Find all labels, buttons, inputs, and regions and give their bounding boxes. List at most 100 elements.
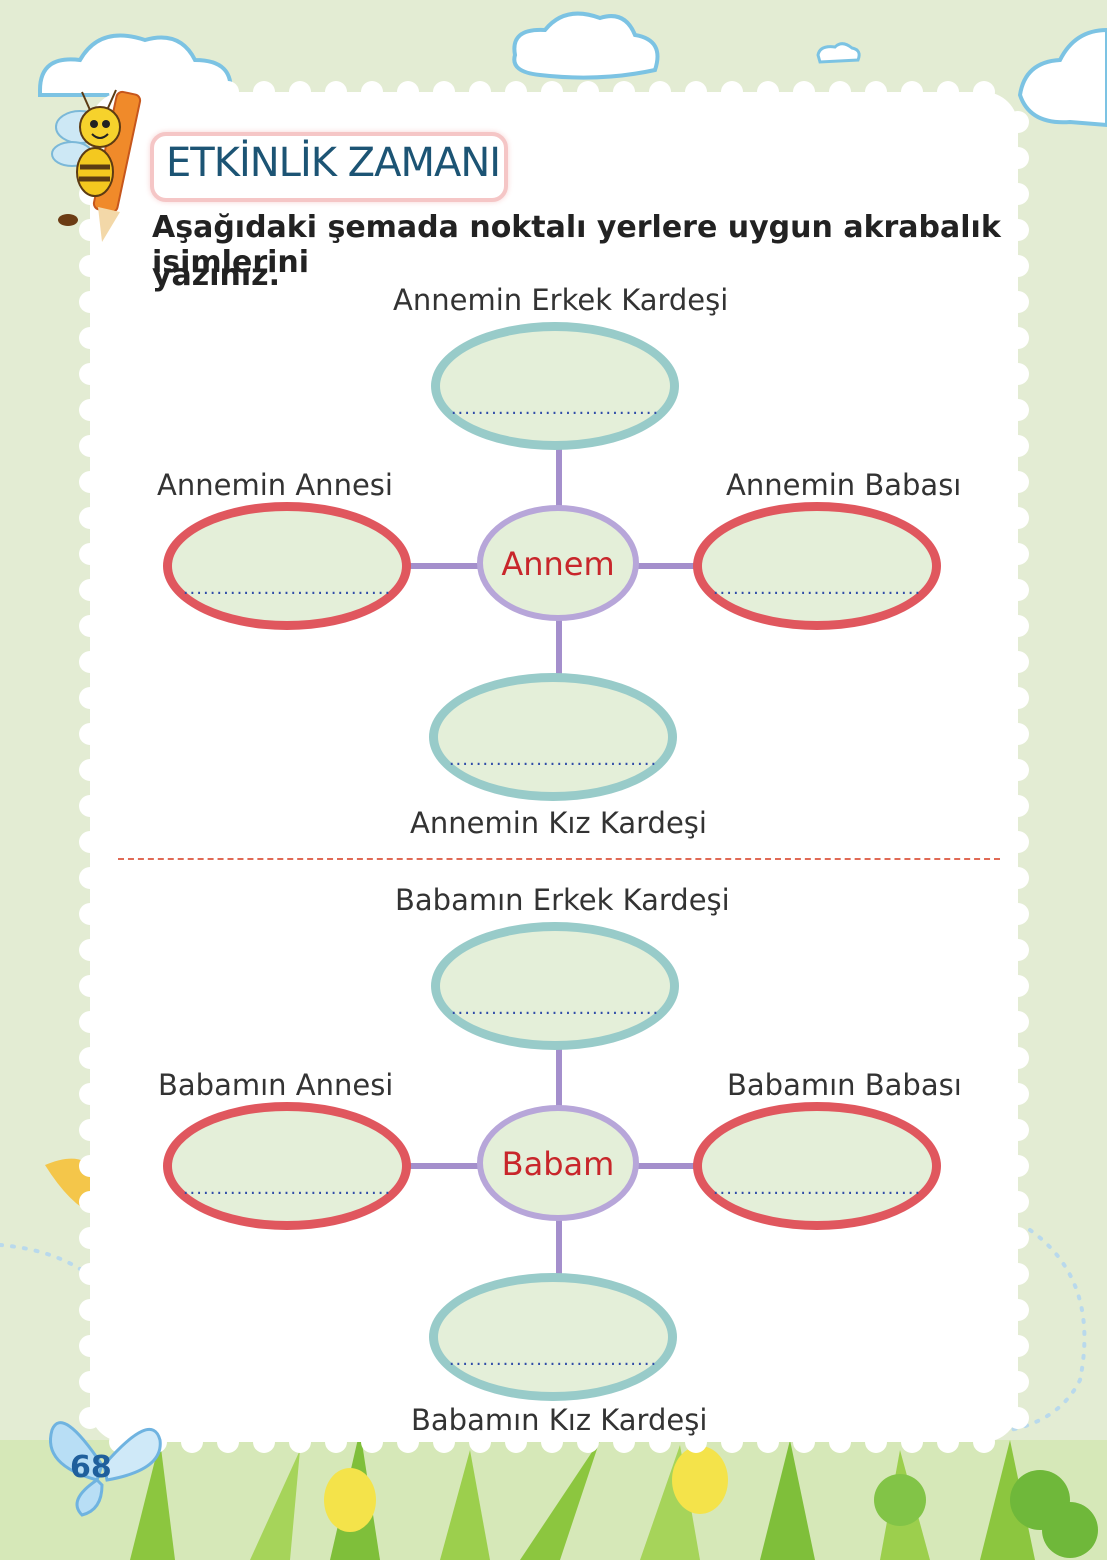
activity-title: ETKİNLİK ZAMANI	[166, 140, 501, 186]
scallop-dot	[901, 81, 923, 103]
scallop-dot	[79, 1227, 101, 1249]
center-label-father: Babam	[501, 1145, 615, 1183]
scallop-dot	[325, 1431, 347, 1453]
scallop-dot	[1007, 903, 1029, 925]
answer-blank: ...............................	[182, 578, 392, 599]
scallop-dot	[79, 363, 101, 385]
scallop-dot	[1007, 975, 1029, 997]
scallop-dot	[829, 1431, 851, 1453]
scallop-dot	[79, 1299, 101, 1321]
scallop-dot	[613, 81, 635, 103]
scallop-dot	[1007, 327, 1029, 349]
scallop-dot	[1007, 147, 1029, 169]
scallop-dot	[577, 81, 599, 103]
scallop-dot	[361, 81, 383, 103]
cloud-icon	[512, 11, 660, 80]
scallop-dot	[79, 939, 101, 961]
connector-line	[405, 1163, 485, 1169]
butterfly-icon	[49, 1421, 162, 1517]
scallop-dot	[79, 615, 101, 637]
page-number: 68	[70, 1450, 112, 1485]
scallop-dot	[79, 1371, 101, 1393]
scallop-dot	[325, 81, 347, 103]
scallop-dot	[1007, 1407, 1029, 1429]
scallop-dot	[649, 1431, 671, 1453]
scallop-dot	[79, 651, 101, 673]
scallop-dot	[1007, 1083, 1029, 1105]
scallop-dot	[757, 81, 779, 103]
scallop-dot	[541, 1431, 563, 1453]
scallop-dot	[1007, 579, 1029, 601]
scallop-dot	[1007, 1227, 1029, 1249]
scallop-dot	[1007, 543, 1029, 565]
scallop-dot	[1007, 255, 1029, 277]
scallop-dot	[79, 723, 101, 745]
scallop-dot	[79, 1155, 101, 1177]
scallop-dot	[79, 327, 101, 349]
scallop-dot	[469, 1431, 491, 1453]
answer-oval-father-sister[interactable]: ...............................	[429, 1273, 677, 1401]
scallop-dot	[1007, 615, 1029, 637]
scallop-dot	[1007, 1335, 1029, 1357]
scallop-dot	[685, 1431, 707, 1453]
center-label-mother: Annem	[501, 545, 615, 583]
answer-blank: ...............................	[448, 1349, 658, 1370]
scallop-dot	[361, 1431, 383, 1453]
scallop-dot	[901, 1431, 923, 1453]
scallop-dot	[1007, 723, 1029, 745]
answer-blank: ...............................	[450, 998, 660, 1019]
answer-oval-mother-brother[interactable]: ...............................	[431, 322, 679, 450]
scallop-dot	[181, 1431, 203, 1453]
scallop-dot	[79, 507, 101, 529]
scallop-dot	[79, 903, 101, 925]
instruction-line-2: yazınız.	[152, 258, 281, 293]
connector-line	[405, 563, 485, 569]
scallop-dot	[79, 831, 101, 853]
scallop-dot	[1007, 363, 1029, 385]
scallop-dot	[181, 81, 203, 103]
scallop-dot	[1007, 183, 1029, 205]
scallop-dot	[79, 687, 101, 709]
scallop-dot	[1007, 1191, 1029, 1213]
scallop-dot	[289, 1431, 311, 1453]
scallop-dot	[79, 1119, 101, 1141]
label-father-mother: Babamın Annesi	[158, 1068, 394, 1102]
instruction-line-1: Aşağıdaki şemada noktalı yerlere uygun a…	[152, 210, 1001, 280]
scallop-dot	[1007, 867, 1029, 889]
answer-oval-mother-mother[interactable]: ...............................	[163, 502, 411, 630]
center-oval-father: Babam	[477, 1105, 639, 1221]
scallop-dot	[1007, 1371, 1029, 1393]
answer-oval-father-brother[interactable]: ...............................	[431, 922, 679, 1050]
grass-decoration	[0, 1430, 1107, 1560]
label-mother-mother: Annemin Annesi	[157, 468, 393, 502]
scallop-dot	[721, 81, 743, 103]
scallop-dot	[433, 81, 455, 103]
answer-blank: ...............................	[182, 1178, 392, 1199]
scallop-dot	[793, 81, 815, 103]
scallop-dot	[253, 81, 275, 103]
answer-oval-father-mother[interactable]: ...............................	[163, 1102, 411, 1230]
scallop-dot	[829, 81, 851, 103]
scallop-dot	[649, 81, 671, 103]
answer-oval-father-father[interactable]: ...............................	[693, 1102, 941, 1230]
answer-oval-mother-father[interactable]: ...............................	[693, 502, 941, 630]
label-mother-father: Annemin Babası	[726, 468, 962, 502]
scallop-dot	[79, 1083, 101, 1105]
scallop-dot	[721, 1431, 743, 1453]
scallop-dot	[79, 1263, 101, 1285]
connector-line	[556, 1045, 562, 1110]
scallop-dot	[79, 759, 101, 781]
scallop-dot	[397, 81, 419, 103]
scallop-dot	[685, 81, 707, 103]
answer-blank: ...............................	[448, 749, 658, 770]
scallop-dot	[79, 975, 101, 997]
scallop-dot	[1007, 291, 1029, 313]
bee-mascot-icon	[51, 89, 142, 242]
answer-oval-mother-sister[interactable]: ...............................	[429, 673, 677, 801]
cloud-icon	[1017, 27, 1107, 128]
scallop-dot	[253, 1431, 275, 1453]
connector-line	[632, 563, 702, 569]
scallop-dot	[1007, 795, 1029, 817]
scallop-dot	[1007, 111, 1029, 133]
scallop-dot	[79, 1047, 101, 1069]
